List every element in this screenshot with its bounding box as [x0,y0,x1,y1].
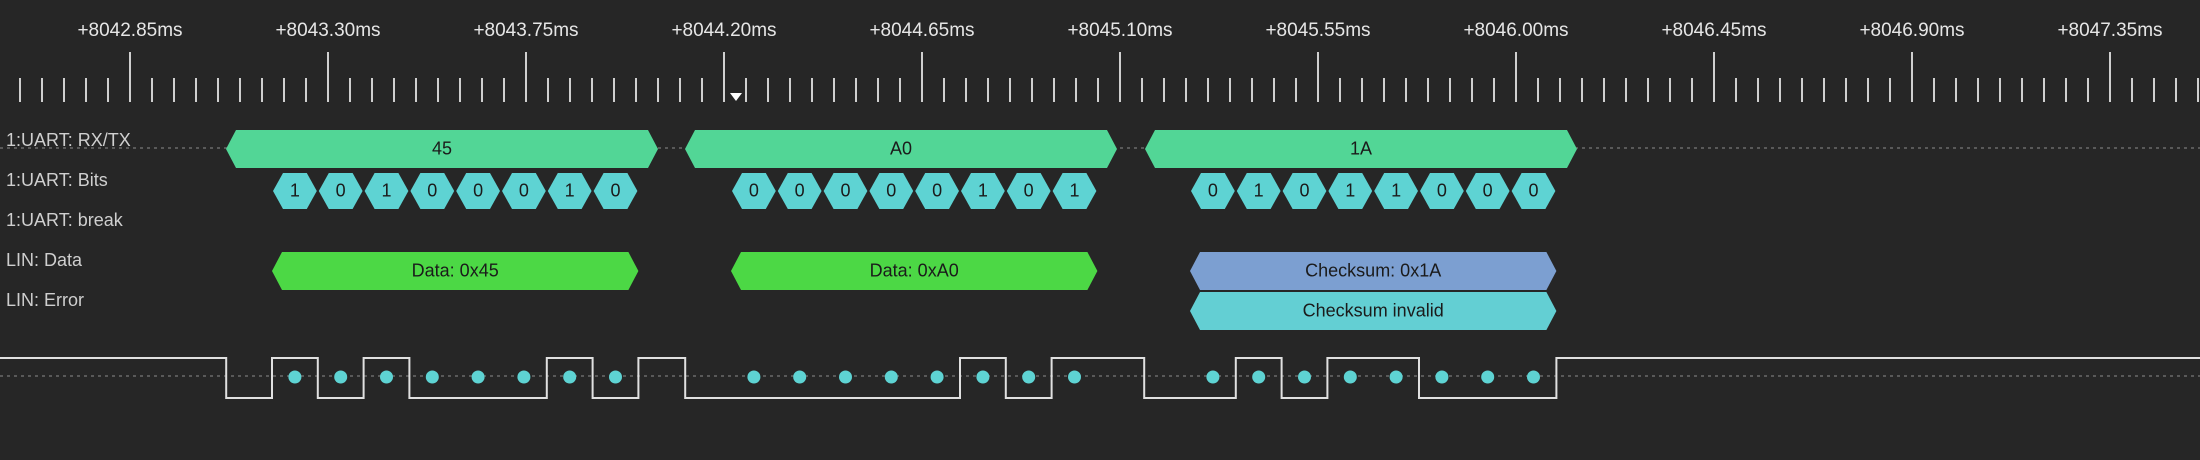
uart-bit-cell[interactable] [1282,173,1327,209]
uart-bit-cell[interactable] [1236,173,1281,209]
uart-bit-cell[interactable] [1006,173,1051,209]
time-label-8: +8046.45ms [1661,20,1767,41]
uart-bit-cell[interactable] [273,173,317,209]
sample-point [1343,370,1357,384]
uart-bit-cell[interactable] [410,173,455,209]
sample-point [1527,370,1540,384]
sample-point [930,370,944,384]
time-label-5: +8045.10ms [1067,20,1173,41]
time-label-0: +8042.85ms [77,20,183,41]
row-label-lin-error: LIN: Error [6,290,85,310]
sample-point [517,370,531,384]
uart-byte-packet[interactable] [1145,130,1577,168]
sample-point [976,370,990,384]
sample-point [1206,370,1220,384]
sample-point [609,370,622,384]
uart-bit-cell[interactable] [961,173,1005,209]
lin-error-packet[interactable] [1190,292,1557,330]
time-label-7: +8046.00ms [1463,20,1569,41]
uart-bit-cell[interactable] [1374,173,1418,209]
uart-bit-cell[interactable] [593,173,638,209]
uart-bit-cell[interactable] [1511,173,1556,209]
uart-bit-cell[interactable] [456,173,500,209]
sample-point [1435,370,1449,384]
cursor-marker-icon[interactable] [730,93,742,101]
row-label-lin-data: LIN: Data [6,250,83,270]
sample-point [747,370,761,384]
uart-bit-cell[interactable] [318,173,363,209]
row-label-uart-break: 1:UART: break [6,210,123,230]
uart-bit-cell[interactable] [823,173,868,209]
uart-bit-cell[interactable] [1465,173,1510,209]
time-label-9: +8046.90ms [1859,20,1965,41]
row-label-uart-rxtx: 1:UART: RX/TX [6,130,131,150]
sample-point [793,370,807,384]
uart-waveform [0,357,2200,399]
lin-checksum-packet[interactable] [1190,252,1557,290]
uart-byte-packet[interactable] [226,130,658,168]
sample-point [1252,370,1266,384]
uart-bit-cell[interactable] [777,173,822,209]
uart-bit-cell[interactable] [732,173,776,209]
sample-point [1298,370,1311,384]
lin-data-packet[interactable] [731,252,1098,290]
uart-bit-cell[interactable] [1420,173,1464,209]
sample-point [1481,370,1495,384]
uart-bit-cell[interactable] [502,173,546,209]
row-label-uart-bits: 1:UART: Bits [6,170,108,190]
uart-bit-cell[interactable] [1052,173,1097,209]
uart-bit-cell[interactable] [869,173,914,209]
sample-point [1068,370,1081,384]
sample-point [839,370,852,384]
sample-point [380,370,393,384]
uart-bit-cell[interactable] [364,173,409,209]
sample-point [884,370,898,384]
time-label-1: +8043.30ms [275,20,381,41]
sample-point [1389,370,1403,384]
sample-point [425,370,439,384]
time-label-10: +8047.35ms [2057,20,2163,41]
sample-point [563,370,577,384]
uart-bit-cell[interactable] [1191,173,1235,209]
time-label-3: +8044.20ms [671,20,777,41]
sample-point [1022,370,1036,384]
time-label-2: +8043.75ms [473,20,579,41]
sample-point [334,370,348,384]
sample-point [288,370,302,384]
time-label-4: +8044.65ms [869,20,975,41]
uart-bit-cell[interactable] [547,173,592,209]
uart-bit-cell[interactable] [1328,173,1373,209]
uart-bit-cell[interactable] [915,173,959,209]
uart-byte-packet[interactable] [685,130,1117,168]
time-ruler[interactable] [0,0,2200,110]
time-label-6: +8045.55ms [1265,20,1371,41]
sample-point [471,370,485,384]
lin-data-packet[interactable] [272,252,639,290]
